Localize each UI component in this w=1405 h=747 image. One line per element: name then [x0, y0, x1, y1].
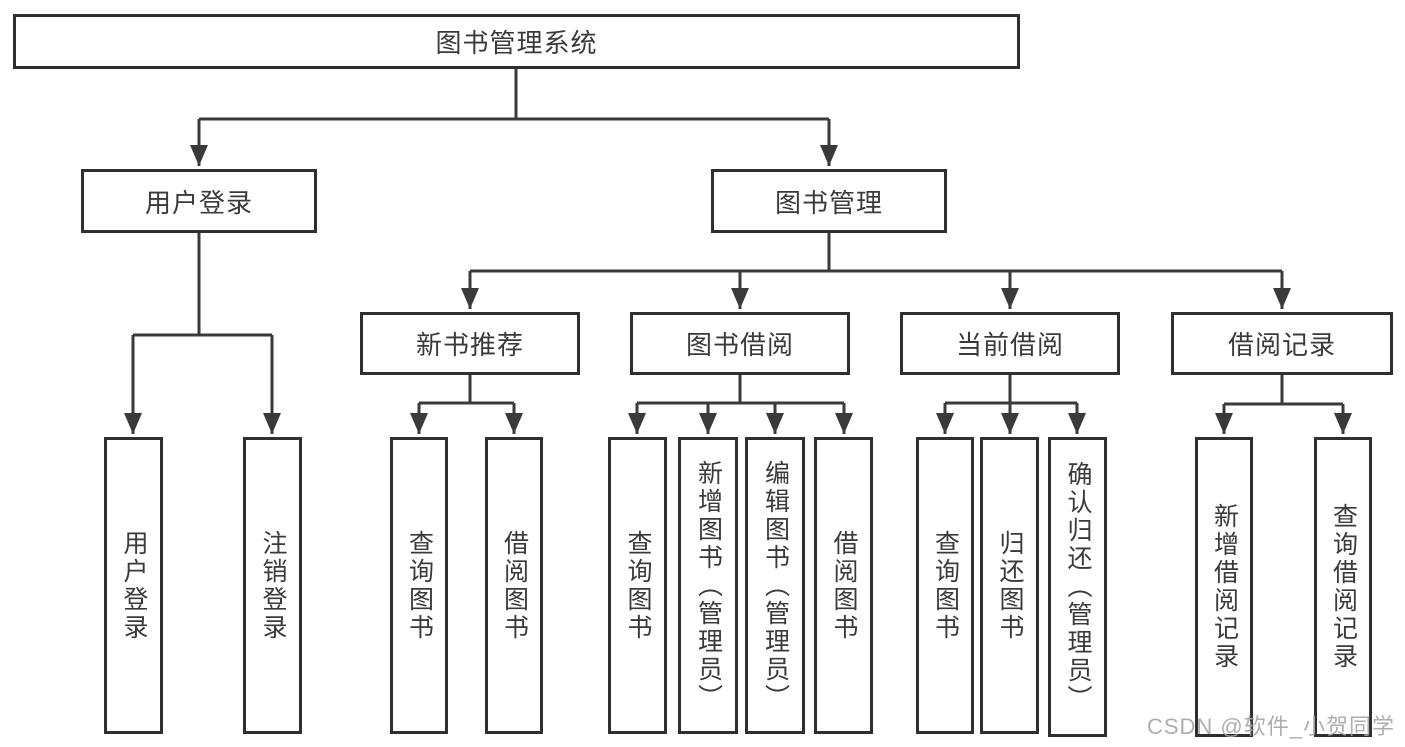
leaf-user-login: 用户登录	[104, 437, 163, 734]
leaf-add-borrow-record: 新增借阅记录	[1195, 437, 1253, 737]
node-borrow-records: 借阅记录	[1171, 312, 1393, 375]
leaf-borrow-book-recommend: 借阅图书	[485, 437, 543, 734]
leaf-query-book-recommend: 查询图书	[390, 437, 448, 734]
node-user-login-group: 用户登录	[81, 169, 317, 233]
leaf-confirm-return-admin: 确认归还（管理员）	[1048, 437, 1107, 737]
leaf-add-book-admin: 新增图书（管理员）	[678, 437, 738, 734]
node-book-borrow: 图书借阅	[630, 312, 850, 375]
node-current-borrow: 当前借阅	[900, 312, 1120, 375]
leaf-query-borrow-record: 查询借阅记录	[1314, 437, 1372, 737]
node-root-system: 图书管理系统	[13, 14, 1020, 69]
leaf-query-book-current: 查询图书	[916, 437, 974, 734]
leaf-edit-book-admin: 编辑图书（管理员）	[745, 437, 805, 734]
node-new-book-recommend: 新书推荐	[360, 312, 580, 375]
leaf-return-book: 归还图书	[980, 437, 1039, 734]
node-book-management: 图书管理	[711, 169, 947, 233]
watermark: CSDN @软件_小贺同学	[1146, 714, 1395, 739]
leaf-logout: 注销登录	[243, 437, 302, 734]
leaf-borrow-book: 借阅图书	[814, 437, 873, 734]
leaf-query-book-borrow: 查询图书	[608, 437, 667, 734]
